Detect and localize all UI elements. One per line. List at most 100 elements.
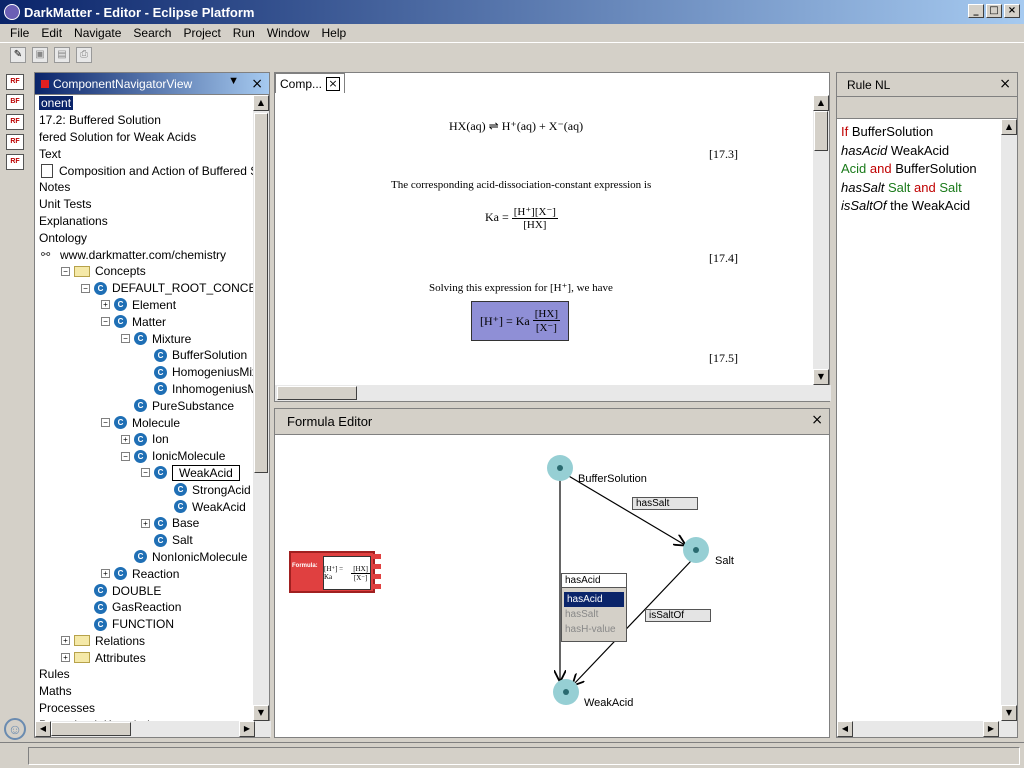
scroll-up-icon[interactable]: ▲: [1001, 119, 1017, 135]
navigator-vscroll[interactable]: ▲ ▼: [253, 95, 269, 721]
tree-item[interactable]: Text: [35, 145, 253, 162]
expand-icon[interactable]: +: [101, 300, 110, 310]
dropdown-value[interactable]: hasAcid: [562, 574, 626, 588]
document-vscroll[interactable]: ▲ ▼: [813, 95, 829, 385]
edge-label-is-salt-of[interactable]: isSaltOf: [645, 609, 711, 622]
scroll-down-icon[interactable]: ▼: [813, 369, 829, 385]
scroll-right-icon[interactable]: ▶: [239, 721, 255, 737]
close-icon[interactable]: ×: [811, 412, 823, 428]
dropdown-option[interactable]: hasSalt: [565, 609, 599, 620]
navigator-header[interactable]: ComponentNavigatorView ▼ ×: [35, 73, 269, 95]
expand-icon[interactable]: +: [61, 653, 70, 663]
expand-icon[interactable]: +: [121, 434, 130, 444]
maximize-button[interactable]: □: [986, 4, 1002, 18]
menu-help[interactable]: Help: [321, 26, 347, 40]
collapse-icon[interactable]: −: [121, 451, 130, 461]
minimize-button[interactable]: _: [968, 4, 984, 18]
collapse-icon[interactable]: −: [121, 334, 130, 344]
menu-window[interactable]: Window: [266, 26, 310, 40]
tree-item[interactable]: 17.2: Buffered Solution: [35, 112, 253, 129]
collapse-icon[interactable]: −: [141, 468, 150, 478]
scroll-down-icon[interactable]: ▼: [253, 705, 269, 721]
close-window-button[interactable]: ×: [1004, 4, 1020, 18]
scroll-left-icon[interactable]: ◀: [837, 721, 853, 737]
scroll-thumb[interactable]: [814, 111, 828, 151]
tree-item[interactable]: CInhomogeniusMixture: [35, 381, 253, 398]
tree-item[interactable]: Rules: [35, 666, 253, 683]
perspective-icon[interactable]: RF: [6, 74, 24, 90]
port-handle[interactable]: [373, 584, 381, 589]
document-hscroll[interactable]: [275, 385, 831, 401]
expand-icon[interactable]: +: [61, 636, 70, 646]
save-all-icon[interactable]: ▤: [54, 46, 70, 63]
scroll-thumb[interactable]: [277, 386, 357, 400]
close-icon[interactable]: ×: [326, 76, 341, 91]
relation-dropdown[interactable]: hasAcid hasAcid hasSalt hasH-value: [561, 573, 627, 642]
scroll-left-icon[interactable]: ◀: [35, 721, 51, 737]
dropdown-option[interactable]: hasH-value: [565, 624, 616, 635]
node-buffer-solution[interactable]: [547, 455, 573, 481]
expand-icon[interactable]: +: [141, 518, 150, 528]
scroll-up-icon[interactable]: ▲: [813, 95, 829, 111]
close-icon[interactable]: ×: [999, 76, 1011, 92]
collapse-icon[interactable]: −: [101, 418, 110, 428]
port-handle[interactable]: [373, 564, 381, 569]
highlighted-equation[interactable]: [H⁺] = Ka [HX][X⁻]: [471, 301, 569, 341]
rule-hscroll[interactable]: ◀ ▶: [837, 721, 1017, 737]
collapse-icon[interactable]: −: [101, 317, 110, 327]
tree-item[interactable]: CHomogeniusMixture: [35, 364, 253, 381]
globe-icon[interactable]: ☺: [4, 718, 26, 740]
tree-item[interactable]: Procedural_Knowledge: [35, 716, 253, 721]
dropdown-option[interactable]: hasAcid: [564, 592, 624, 607]
formula-block[interactable]: Formula: [H⁺] = Ka [HX][X⁻]: [289, 551, 381, 593]
collapse-icon[interactable]: −: [61, 266, 70, 276]
scroll-right-icon[interactable]: ▶: [983, 721, 999, 737]
tree-item[interactable]: −Concepts: [35, 263, 253, 280]
menu-search[interactable]: Search: [133, 26, 172, 40]
menu-edit[interactable]: Edit: [41, 26, 63, 40]
rule-vscroll[interactable]: ▲ ▼: [1001, 119, 1017, 721]
tree-item[interactable]: onent: [35, 95, 253, 112]
port-handle[interactable]: [373, 574, 381, 579]
menu-navigate[interactable]: Navigate: [74, 26, 122, 40]
perspective-icon[interactable]: BF: [6, 94, 24, 110]
tree-item[interactable]: +Relations: [35, 633, 253, 650]
tree-item[interactable]: Ontology: [35, 229, 253, 246]
tree-item[interactable]: Maths: [35, 683, 253, 700]
formula-editor-header[interactable]: Formula Editor ×: [275, 409, 829, 435]
scroll-thumb[interactable]: [254, 113, 268, 473]
navigator-hscroll[interactable]: ◀ ▶: [35, 721, 271, 737]
tree-item[interactable]: Unit Tests: [35, 196, 253, 213]
scroll-up-icon[interactable]: ▲: [253, 95, 269, 111]
graph-canvas[interactable]: BufferSolution Salt WeakAcid hasSalt isS…: [275, 435, 829, 737]
collapse-icon[interactable]: −: [81, 283, 90, 293]
print-icon[interactable]: ⎙: [76, 46, 92, 63]
scroll-down-icon[interactable]: ▼: [1001, 705, 1017, 721]
view-menu-icon[interactable]: ▼: [228, 75, 239, 87]
perspective-icon[interactable]: RF: [6, 114, 24, 130]
perspective-icon[interactable]: RF: [6, 154, 24, 170]
tree-item[interactable]: Processes: [35, 700, 253, 717]
menu-run[interactable]: Run: [232, 26, 255, 40]
port-handle[interactable]: [373, 554, 381, 559]
tree-item[interactable]: fered Solution for Weak Acids: [35, 129, 253, 146]
edge-label-has-salt[interactable]: hasSalt: [632, 497, 698, 510]
save-icon[interactable]: ▣: [32, 46, 48, 63]
